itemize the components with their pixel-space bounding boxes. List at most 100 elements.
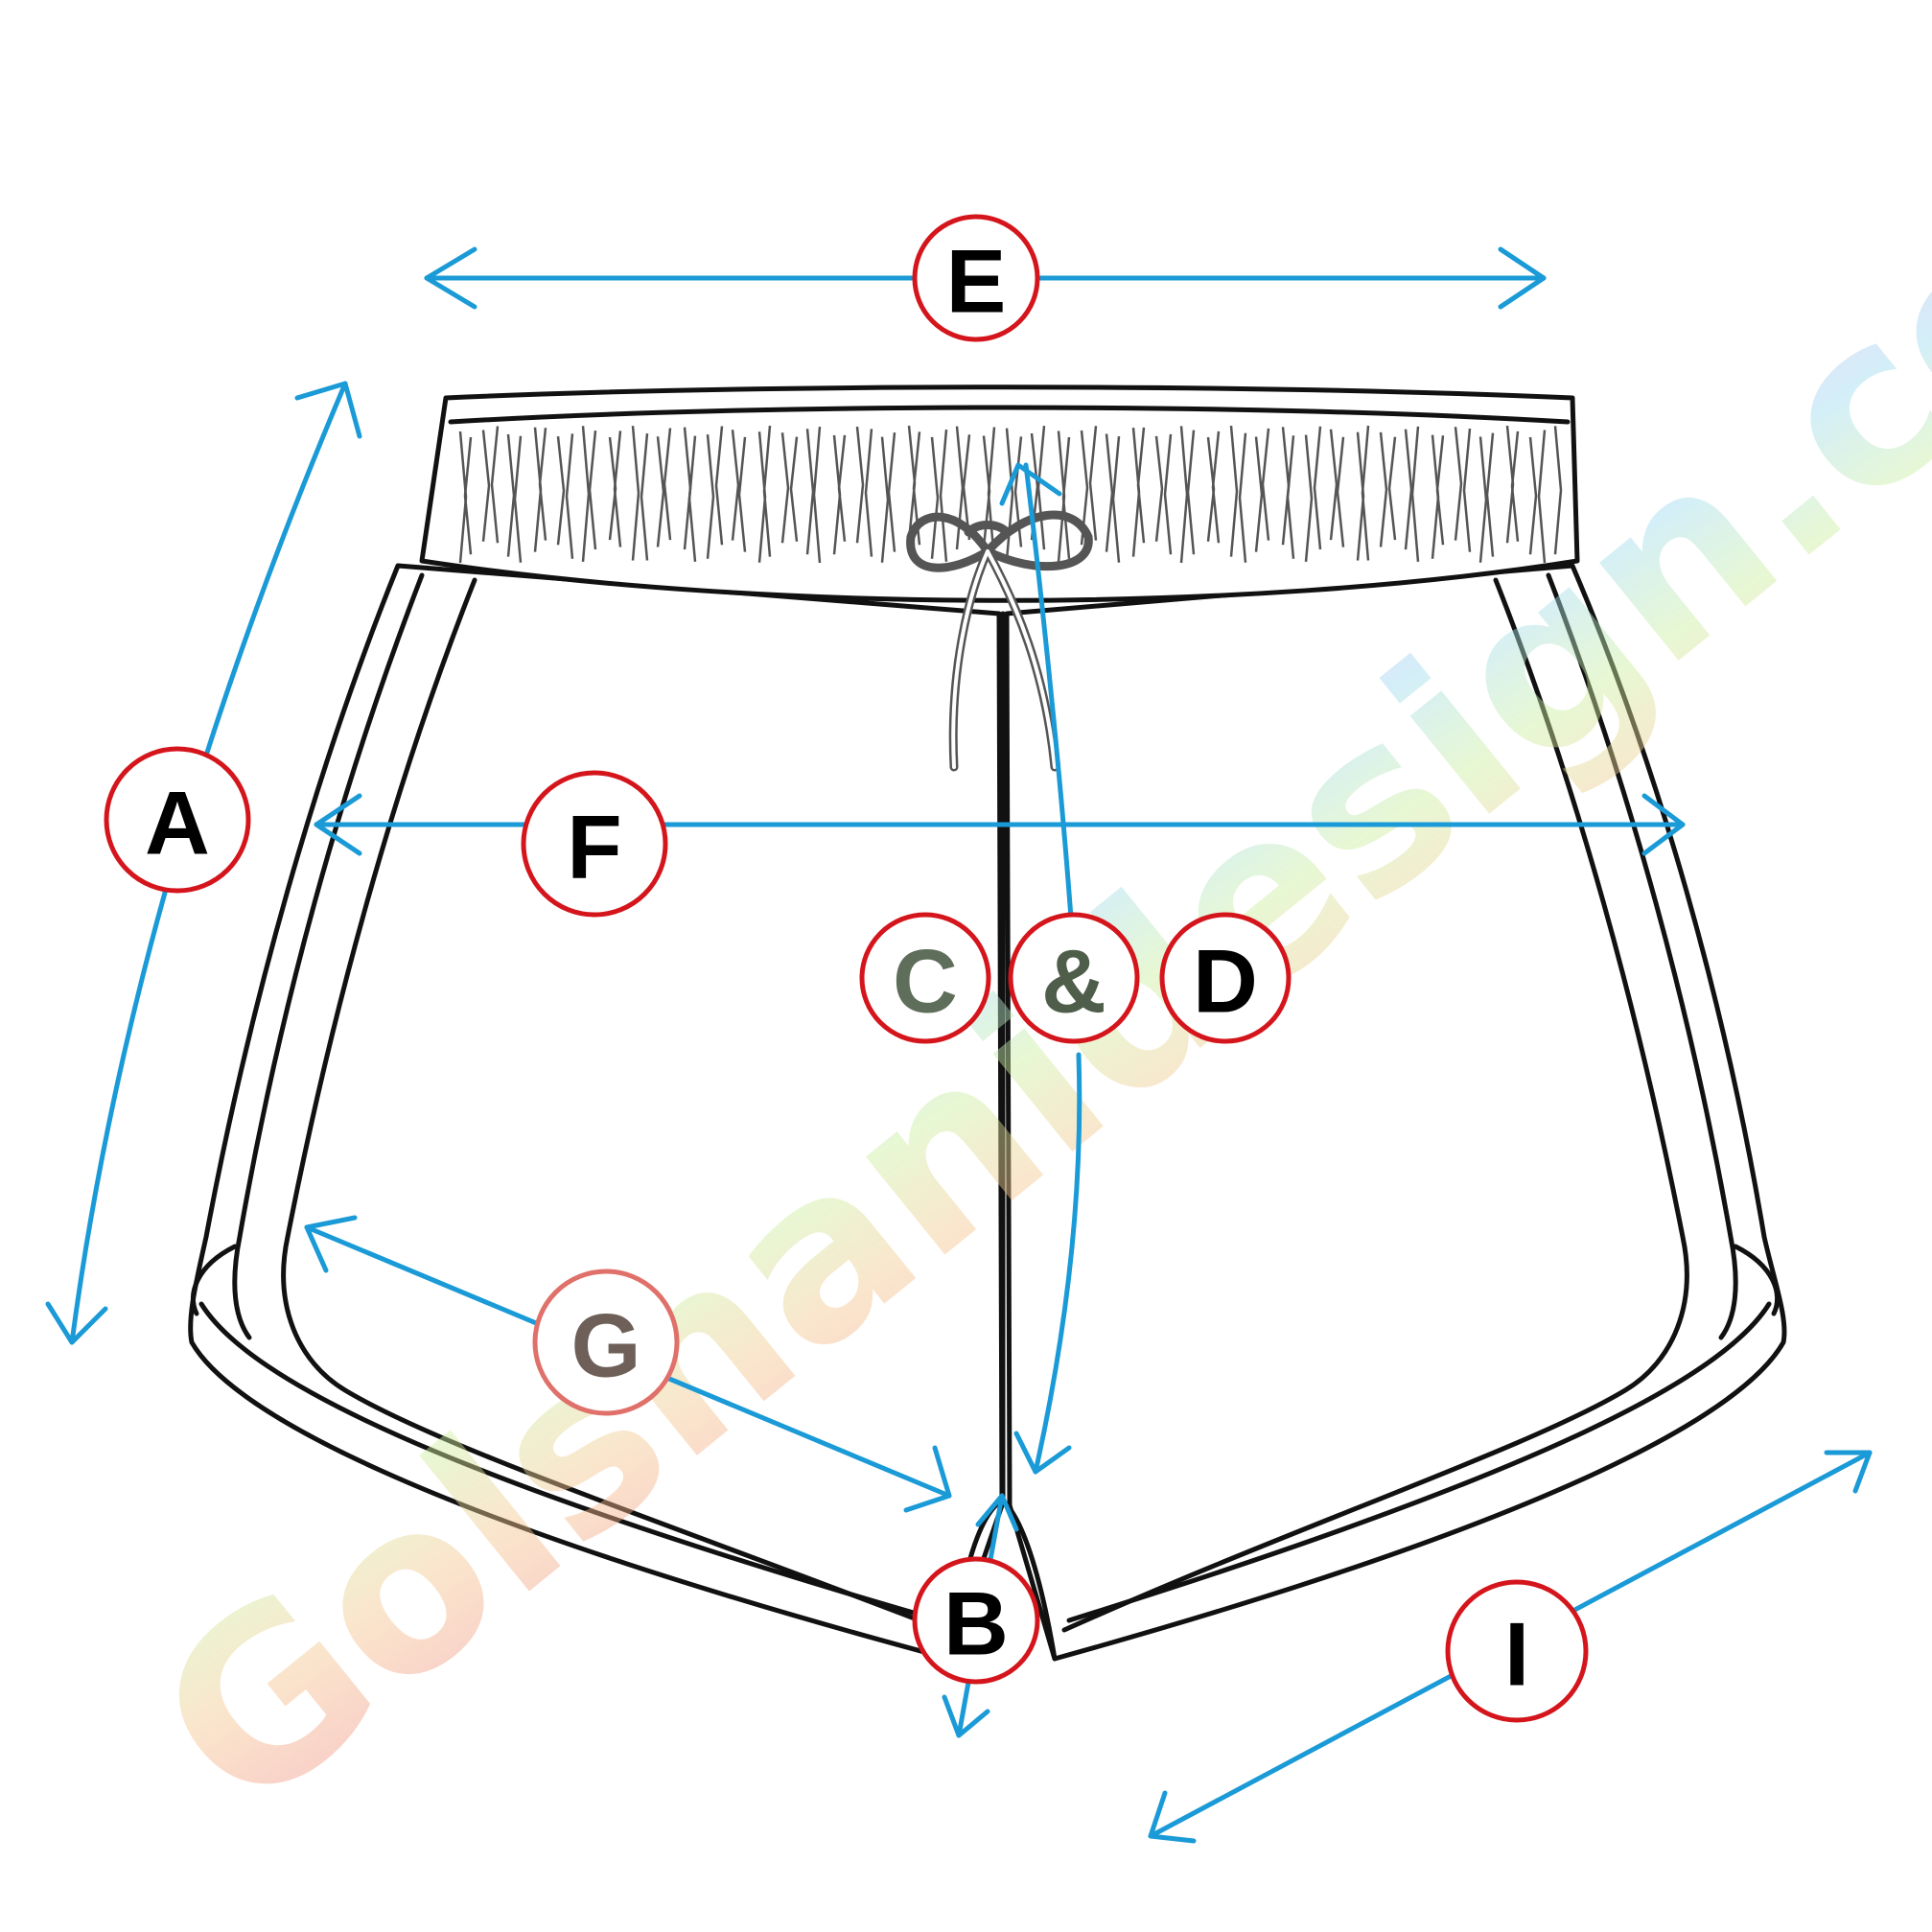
badge-c-label: C (893, 931, 958, 1032)
waistband-rib (663, 428, 672, 541)
badge-amp: & (1008, 912, 1140, 1044)
right-leg-panel (1004, 563, 1787, 1662)
waistband-rib (481, 430, 491, 542)
left-hem-band (198, 1301, 943, 1623)
waistband-rib (506, 433, 516, 557)
badge-g-label: G (570, 1295, 640, 1396)
waistband-rib (565, 433, 574, 559)
right-side-stripe-inner (1061, 577, 1689, 1633)
waistband-rib (1510, 431, 1520, 542)
waistband-rib (1211, 431, 1221, 544)
waistband-rib (1379, 431, 1388, 547)
waistband-rib (1238, 432, 1247, 563)
waistband-rib (789, 436, 799, 542)
waistband (419, 384, 1580, 603)
waistband-rib (1410, 426, 1420, 563)
badge-f: F (521, 770, 668, 918)
waistband-rib (1462, 428, 1472, 552)
waistband-rib (1454, 427, 1463, 541)
arrow-cd (999, 462, 1082, 1475)
left-side-stripe-inner (281, 577, 947, 1633)
badge-g: G (532, 1269, 680, 1416)
waistband-rib (1537, 430, 1547, 564)
waistband-rib (812, 426, 822, 564)
waistband-rib (1313, 426, 1322, 550)
waistband-rib (1036, 426, 1046, 550)
waistband-rib (588, 430, 597, 550)
waistband-rib (1088, 426, 1098, 541)
waistband-rib (939, 429, 948, 562)
waistband-rib (1105, 433, 1114, 552)
waistband-rib (581, 426, 591, 562)
waistband-rib (463, 436, 473, 555)
waistband-rib (855, 426, 865, 544)
waistband-rib (1154, 435, 1164, 542)
badge-a: A (104, 746, 251, 894)
waistband-rib (1435, 435, 1445, 546)
waistband-rib (1261, 428, 1270, 541)
left-side-stripe-outer (232, 572, 425, 1340)
waistband-ribbing (458, 425, 1563, 564)
badge-c: C (859, 912, 991, 1044)
waistband-rib (513, 435, 523, 563)
waistband-rib (1163, 433, 1173, 555)
waistband-rib (962, 434, 971, 541)
waistband-rib (631, 426, 640, 561)
waistband-rib (1304, 434, 1314, 562)
badge-a-label: A (145, 773, 210, 873)
badge-e-label: E (946, 231, 1007, 332)
waistband-rib (556, 436, 566, 546)
waistband-rib (1005, 428, 1014, 561)
waistband-rib (805, 429, 815, 555)
badge-d: D (1159, 912, 1292, 1044)
waistband-rib (714, 426, 724, 546)
waistband-rib (1229, 425, 1239, 557)
drawstring (906, 510, 1093, 772)
waistband-rib (780, 432, 790, 544)
waistband-rib (1254, 436, 1264, 552)
waistband-rib (1361, 425, 1370, 561)
left-hem-trim (190, 1244, 238, 1316)
waistband-rib (1485, 432, 1495, 557)
waistband-rib (1528, 436, 1538, 555)
left-leg-panel (188, 563, 1005, 1662)
waistband-rib (864, 429, 873, 557)
badge-e: E (912, 214, 1040, 342)
waistband-rib (1186, 430, 1196, 555)
waistband-rib (762, 425, 772, 557)
waistband-rib (1404, 429, 1413, 550)
waistband-rib (880, 436, 890, 563)
right-side-stripe-outer (1546, 572, 1738, 1340)
badge-d-label: D (1193, 931, 1258, 1032)
badge-f-label: F (567, 797, 621, 897)
waistband-rib (737, 436, 747, 552)
waistband-rib (987, 427, 996, 561)
waistband-rib (1329, 429, 1338, 541)
badge-b-label: B (943, 1573, 1009, 1674)
right-hem-trim (1733, 1244, 1781, 1316)
waistband-rib (490, 426, 500, 544)
waistband-rib (887, 432, 896, 552)
waistband-top-edge (448, 405, 1571, 425)
waistband-rib (930, 436, 940, 559)
badge-i: I (1445, 1579, 1589, 1723)
waistband-rib (1553, 426, 1563, 555)
badge-i-label: I (1504, 1604, 1529, 1705)
waistband-rib (1136, 427, 1146, 544)
waistband-rib (1387, 436, 1397, 541)
badge-b: B (912, 1556, 1040, 1685)
waistband-rib (687, 435, 697, 563)
waistband-rib (706, 434, 715, 559)
waistband-rib (731, 430, 740, 541)
waistband-rib (1111, 435, 1121, 563)
waistband-rib (1336, 436, 1345, 547)
badge-amp-label: & (1041, 931, 1106, 1032)
shorts-drawing (188, 384, 1787, 1662)
waistband-rib (1061, 436, 1071, 559)
right-hem-band (1066, 1301, 1772, 1623)
waistband-rib (656, 436, 665, 547)
waistband-rib (1286, 435, 1295, 559)
waistband-rib (613, 431, 622, 547)
waistband-rib (837, 434, 847, 542)
